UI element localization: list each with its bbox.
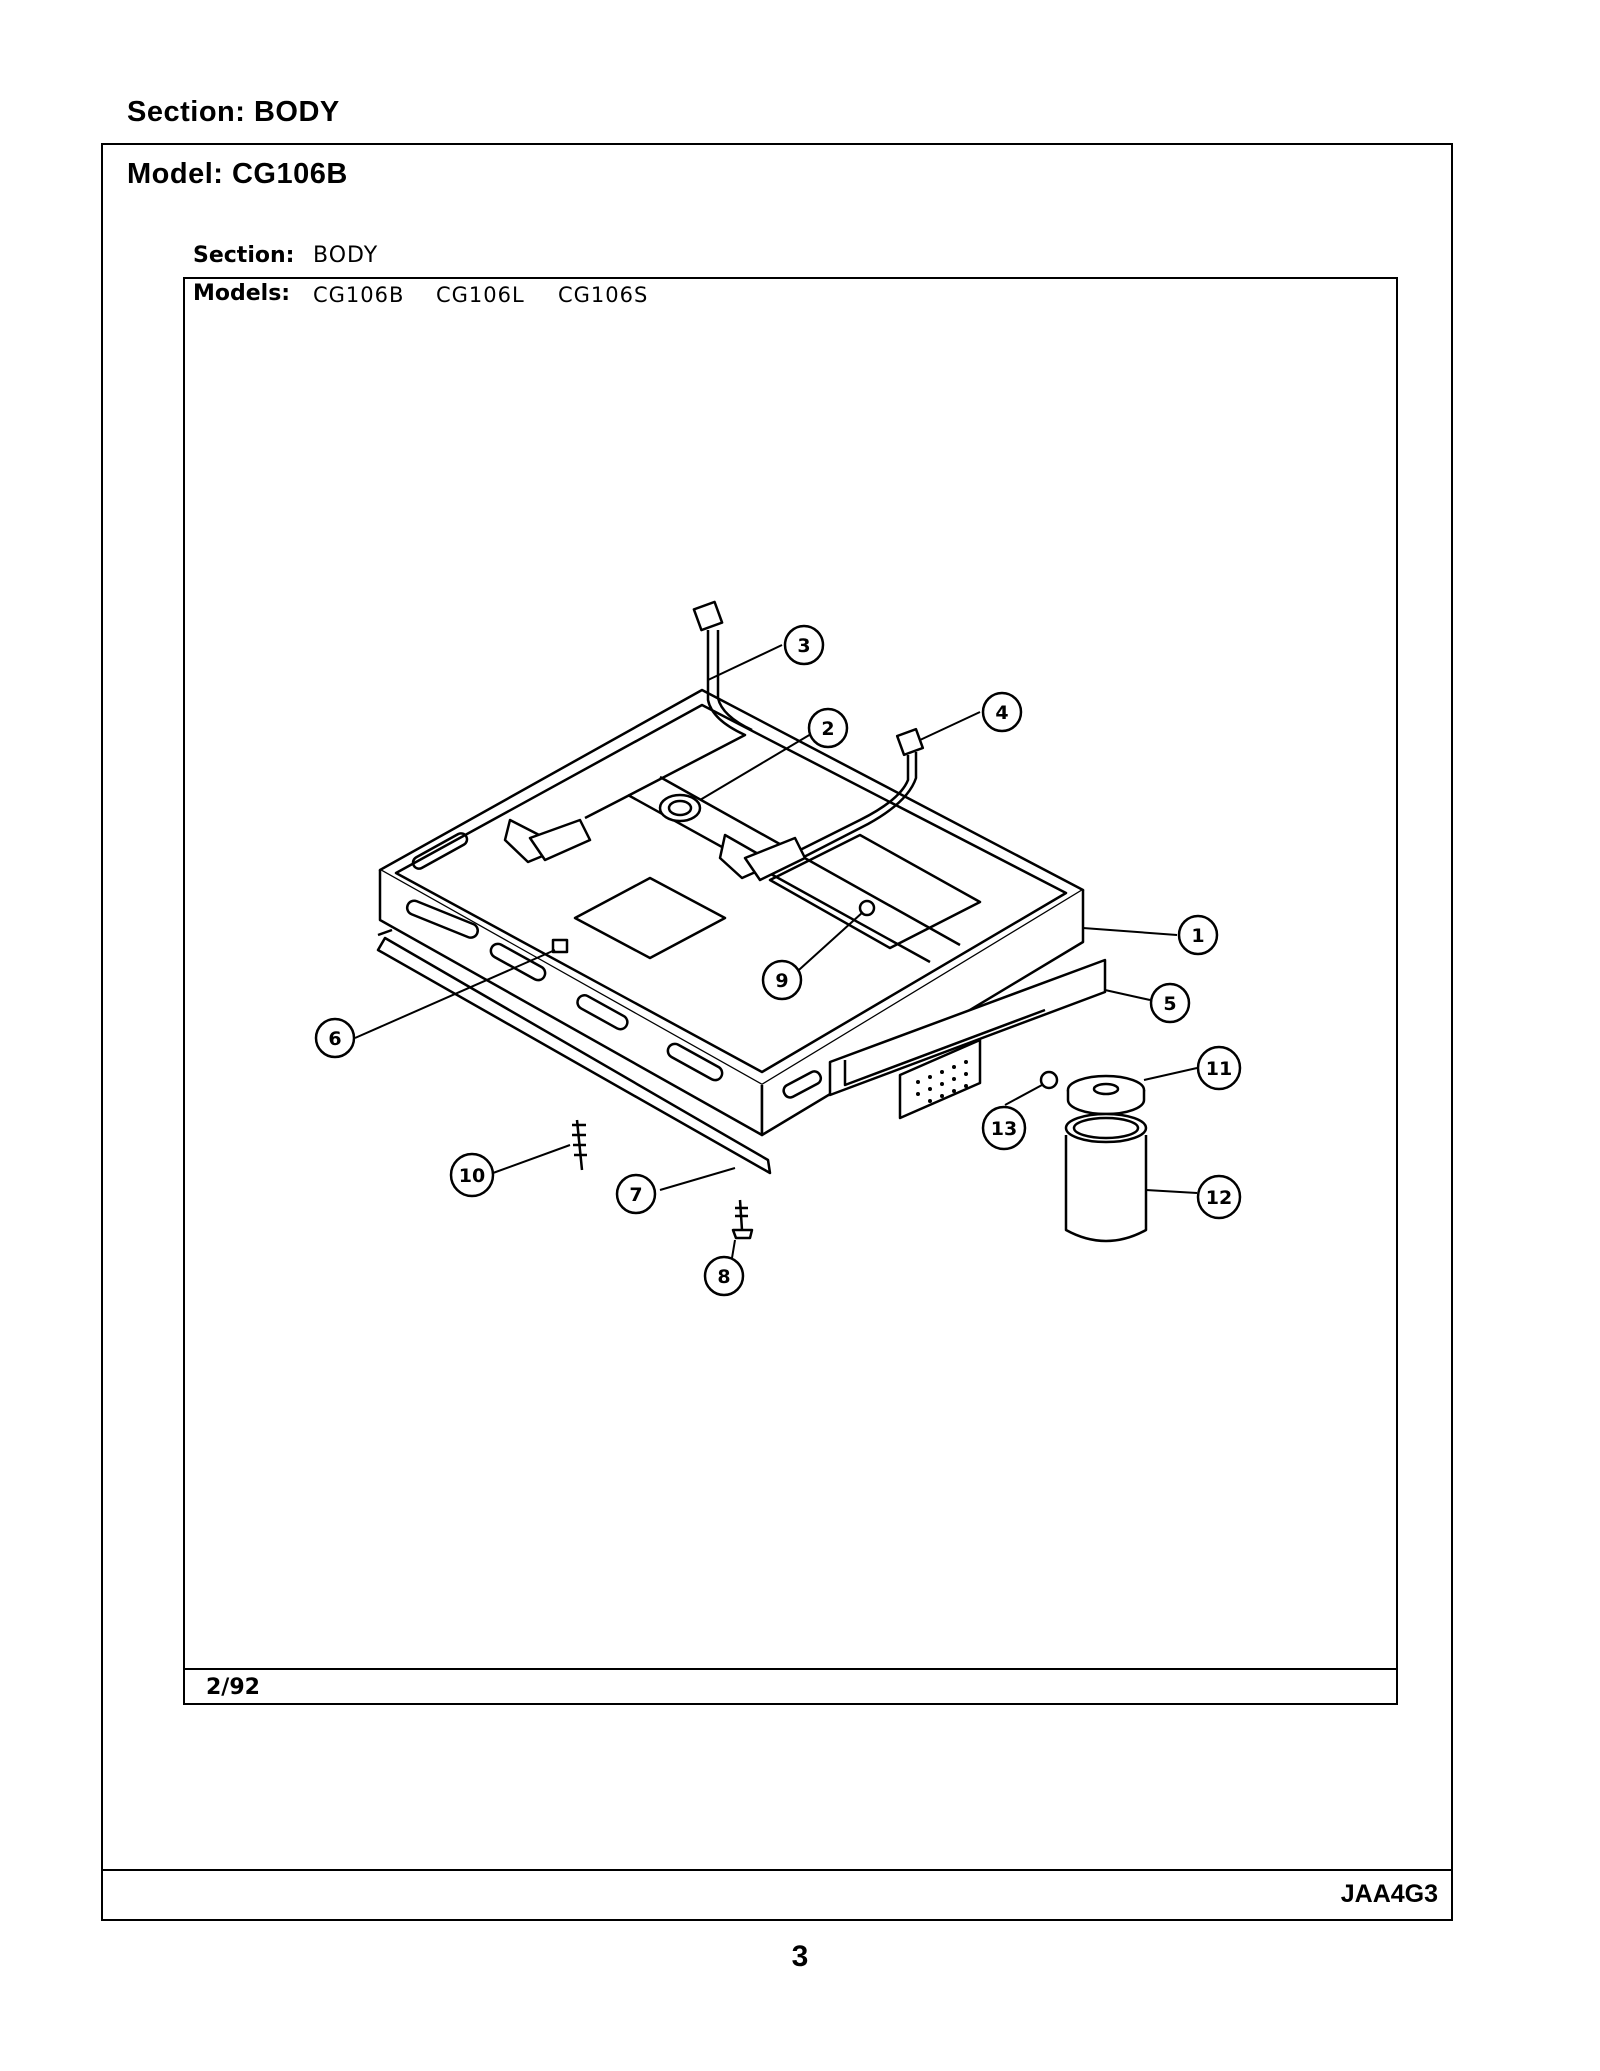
screw-10 [572, 1119, 587, 1171]
model-item: CG106L [436, 283, 525, 307]
callout-13: 13 [981, 1105, 1027, 1151]
svg-text:2: 2 [821, 718, 834, 740]
inner-section-value: BODY [313, 243, 379, 268]
screw-9 [858, 899, 876, 917]
svg-text:9: 9 [775, 970, 788, 992]
callout-2: 2 [807, 707, 849, 749]
jar-12 [1064, 1112, 1148, 1243]
callout-6: 6 [314, 1017, 356, 1059]
callouts: 1 2 3 4 5 6 7 8 9 10 11 12 13 [314, 624, 1242, 1297]
svg-text:1: 1 [1191, 925, 1204, 947]
outer-model-title: Model: CG106B [127, 158, 348, 190]
callout-4: 4 [981, 691, 1023, 733]
svg-text:11: 11 [1206, 1058, 1232, 1080]
svg-text:13: 13 [991, 1118, 1017, 1140]
svg-text:10: 10 [459, 1165, 485, 1187]
callout-11: 11 [1196, 1045, 1242, 1091]
model-item: CG106S [558, 283, 649, 307]
inner-models-label: Models: [193, 281, 291, 306]
callout-1: 1 [1177, 914, 1219, 956]
svg-text:4: 4 [995, 702, 1008, 724]
document-code: JAA4G3 [1340, 1880, 1438, 1908]
callout-10: 10 [449, 1152, 495, 1198]
callout-7: 7 [615, 1173, 657, 1215]
callout-5: 5 [1149, 982, 1191, 1024]
callout-12: 12 [1196, 1174, 1242, 1220]
igniter-right [718, 833, 807, 882]
outer-frame [101, 143, 1453, 1921]
model-item: CG106B [313, 283, 405, 307]
svg-text:6: 6 [328, 1028, 341, 1050]
svg-text:7: 7 [629, 1184, 642, 1206]
clip-6 [551, 938, 569, 954]
page-number: 3 [791, 1940, 809, 1973]
inner-section-label: Section: [193, 243, 295, 268]
svg-text:8: 8 [717, 1266, 730, 1288]
outer-footer-rule [101, 1869, 1453, 1871]
callout-3: 3 [783, 624, 825, 666]
igniter-left [503, 818, 592, 864]
svg-text:12: 12 [1206, 1187, 1232, 1209]
date-code: 2/92 [206, 1675, 260, 1700]
leader-lines [354, 644, 1198, 1259]
screw-8 [731, 1199, 754, 1240]
cap-11 [1066, 1074, 1146, 1116]
outer-section-title: Section: BODY [127, 96, 340, 128]
range-body-drawing [376, 600, 1148, 1243]
svg-text:3: 3 [797, 635, 810, 657]
callout-8: 8 [703, 1255, 745, 1297]
callout-9: 9 [761, 959, 803, 1001]
svg-text:5: 5 [1163, 993, 1176, 1015]
nut-13 [1039, 1070, 1059, 1090]
diagram-footer-rule [183, 1668, 1398, 1670]
diagram-frame [183, 277, 1398, 1705]
